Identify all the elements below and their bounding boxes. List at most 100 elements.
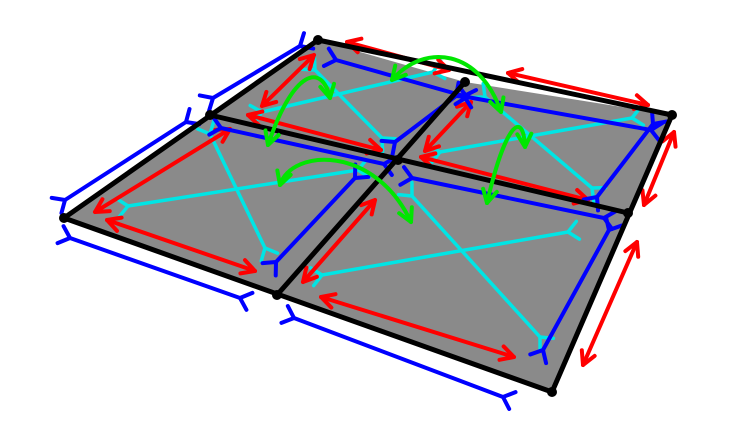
blue-line-12	[279, 304, 518, 411]
red-arrowhead-icon	[93, 197, 112, 214]
fork-line-shaft	[410, 176, 606, 220]
fork-line-shaft	[292, 316, 505, 399]
fork-end-icon	[566, 219, 582, 241]
red-arrowhead-icon	[297, 53, 316, 72]
red-arrow-7	[105, 215, 257, 276]
fork-line-shaft	[219, 126, 386, 166]
red-arrow-2	[260, 53, 316, 108]
green-curved-arrow-1	[263, 75, 337, 147]
fork-end-icon	[207, 115, 223, 137]
cyan-diagonal-2	[299, 54, 398, 154]
tile-faces	[64, 40, 672, 392]
vertex-dot	[313, 35, 323, 45]
red-arrowhead-icon	[301, 265, 319, 284]
blue-line-11	[55, 224, 255, 312]
red-arrow-5	[423, 100, 473, 153]
fork-end-icon	[356, 157, 372, 180]
fork-end-icon	[649, 108, 669, 126]
red-arrow-shaft	[423, 100, 473, 153]
green-arrowhead-icon	[275, 168, 293, 187]
fork-end-icon	[380, 136, 398, 154]
red-arrowhead-icon	[579, 348, 597, 367]
red-arrowhead-icon	[660, 130, 678, 149]
red-arrow-11	[640, 130, 678, 207]
vertex-dot	[667, 110, 677, 120]
red-arrow-shaft	[301, 198, 377, 284]
red-arrow-shaft	[581, 240, 639, 367]
fork-end-icon	[260, 260, 278, 278]
fork-end-icon	[528, 348, 549, 366]
tile-bottom-right	[277, 160, 628, 392]
fork-end-icon	[353, 162, 371, 180]
red-arrowhead-icon	[246, 109, 265, 128]
red-arrow-shaft	[506, 71, 650, 107]
fork-end-icon	[379, 138, 397, 158]
grid-edge	[549, 112, 675, 395]
fork-end-icon	[321, 46, 338, 68]
fork-end-icon	[398, 165, 414, 187]
fork-end-icon	[453, 84, 469, 107]
vertex-dot	[393, 155, 403, 165]
green-curved-arrow-4	[275, 157, 414, 224]
green-arrowhead-icon	[390, 63, 408, 82]
fork-line-shaft	[541, 228, 611, 352]
fork-end-icon	[238, 290, 255, 312]
red-arrowhead-icon	[423, 134, 442, 153]
fork-line-shaft	[126, 168, 360, 208]
red-arrow-shaft	[419, 155, 590, 202]
fork-end-icon	[603, 214, 624, 232]
red-arrowhead-icon	[238, 258, 257, 276]
fork-end-icon	[55, 224, 72, 246]
blue-line-8	[528, 214, 624, 366]
green-curved-arrow-3	[481, 124, 534, 205]
fork-line-shaft	[274, 176, 357, 264]
green-arrowhead-icon	[397, 205, 414, 224]
fork-end-icon	[49, 195, 67, 215]
green-arrowhead-icon	[318, 81, 337, 100]
fork-line-shaft	[438, 116, 634, 154]
green-arrowhead-icon	[488, 95, 506, 114]
green-curved-arrow-2	[390, 55, 506, 114]
fork-end-icon	[114, 196, 130, 219]
red-arrowhead-icon	[105, 215, 124, 233]
fork-end-icon	[501, 390, 518, 411]
red-arrow-shaft	[93, 127, 232, 214]
vertex-dot	[547, 387, 557, 397]
fork-end-icon	[649, 120, 665, 143]
red-arrowhead-icon	[319, 292, 338, 310]
green-arrowhead-icon	[515, 131, 534, 149]
fork-end-icon	[630, 105, 646, 127]
green-arc	[266, 75, 332, 147]
red-arrow-9	[301, 198, 377, 284]
red-arrowhead-icon	[623, 240, 641, 259]
cyan-diagonal-5	[114, 157, 372, 219]
red-arrowhead-icon	[454, 100, 473, 119]
grid-edges	[61, 37, 675, 395]
red-arrow-10	[319, 292, 516, 362]
grid-vertices	[59, 35, 677, 397]
green-arrowhead-icon	[263, 128, 281, 147]
red-arrow-shaft	[319, 295, 516, 359]
red-arrow-12	[579, 240, 641, 367]
vertex-dot	[59, 213, 69, 223]
green-arc	[390, 55, 503, 114]
red-arrow-shaft	[642, 130, 676, 207]
fork-end-icon	[396, 180, 414, 198]
red-arrowhead-icon	[359, 198, 377, 217]
fork-line-shaft	[211, 44, 302, 100]
red-arrowhead-icon	[640, 188, 658, 207]
fork-line-shaft	[410, 194, 542, 339]
blue-line-6	[260, 162, 371, 278]
grid-edge	[315, 37, 675, 118]
fork-line-shaft	[208, 132, 267, 250]
red-arrow-shaft	[260, 53, 316, 108]
fork-line-shaft	[320, 230, 570, 277]
grid-edge	[207, 112, 631, 216]
vertex-dot	[623, 208, 633, 218]
green-arc	[485, 124, 527, 205]
fork-line-shaft	[313, 68, 384, 140]
fork-line-shaft	[68, 236, 242, 300]
vertex-dot	[272, 290, 282, 300]
